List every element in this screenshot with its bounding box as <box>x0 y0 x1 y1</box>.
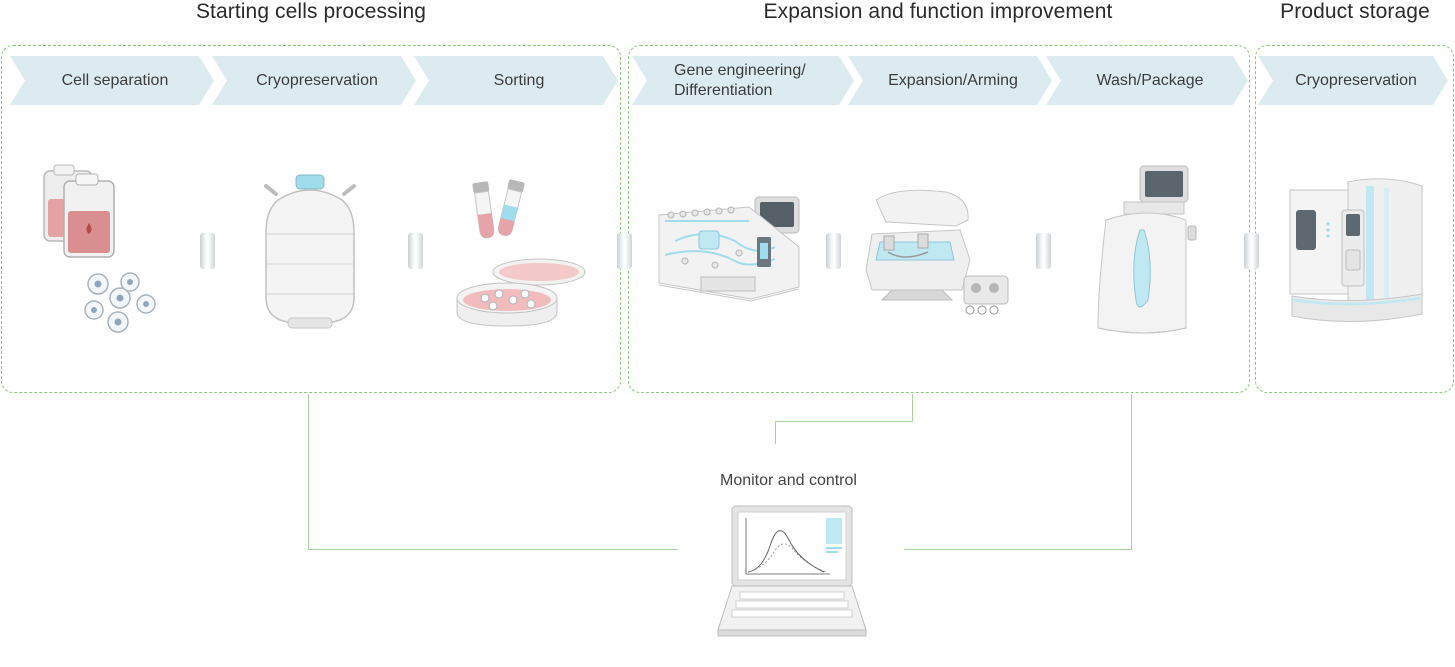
step-label: Expansion/Arming <box>888 71 1018 89</box>
step-wash-package: Wash/Package <box>1046 56 1248 105</box>
section-title-starting-cells: Starting cells processing <box>195 0 427 23</box>
section-title-expansion: Expansion and function improvement <box>763 0 1113 23</box>
step-label: Cell separation <box>61 71 169 89</box>
section-title-product-storage: Product storage <box>1280 0 1430 23</box>
group-starting-cells <box>1 45 621 393</box>
cells-icon <box>84 272 156 333</box>
connector-icon <box>617 233 632 269</box>
line-right-vertical <box>1131 394 1132 550</box>
step-label: Sorting <box>493 71 545 89</box>
cryo-storage-unit-icon <box>1289 178 1423 322</box>
blood-bag-icon <box>43 164 115 258</box>
line-center-vertical-top <box>912 394 913 421</box>
group-product-storage <box>1255 45 1454 393</box>
step-cryopreservation-storage: Cryopreservation <box>1258 56 1448 105</box>
tubes-icon <box>472 179 525 239</box>
step-expansion-arming: Expansion/Arming <box>848 56 1052 105</box>
connector-icon <box>1244 233 1259 269</box>
connector-icon <box>408 233 423 269</box>
line-left-vertical <box>308 394 309 550</box>
connector-icon <box>826 233 841 269</box>
line-center-vertical-bottom <box>775 421 776 444</box>
group-expansion <box>628 45 1250 393</box>
monitor-label: Monitor and control <box>720 472 857 489</box>
step-cryopreservation: Cryopreservation <box>212 56 416 105</box>
line-left-horizontal <box>308 549 678 550</box>
line-right-horizontal <box>904 549 1132 550</box>
step-gene-engineering: Gene engineering/ Differentiation <box>632 56 854 105</box>
step-cell-separation: Cell separation <box>10 56 214 105</box>
connector-icon <box>1036 233 1051 269</box>
step-label: Cryopreservation <box>256 71 378 89</box>
bioreactor-icon <box>865 189 1009 315</box>
liquid-nitrogen-tank-icon <box>264 174 356 329</box>
connector-icon <box>200 233 215 269</box>
petri-dish-icon <box>456 258 586 327</box>
step-label: Gene engineering/ Differentiation <box>674 61 806 99</box>
step-sorting: Sorting <box>414 56 618 105</box>
step-label: Wash/Package <box>1096 71 1204 89</box>
gene-engineering-instrument-icon <box>658 196 800 302</box>
line-center-horizontal <box>775 421 913 422</box>
step-label: Cryopreservation <box>1295 71 1417 89</box>
wash-package-system-icon <box>1097 165 1197 334</box>
laptop-icon <box>717 505 867 637</box>
